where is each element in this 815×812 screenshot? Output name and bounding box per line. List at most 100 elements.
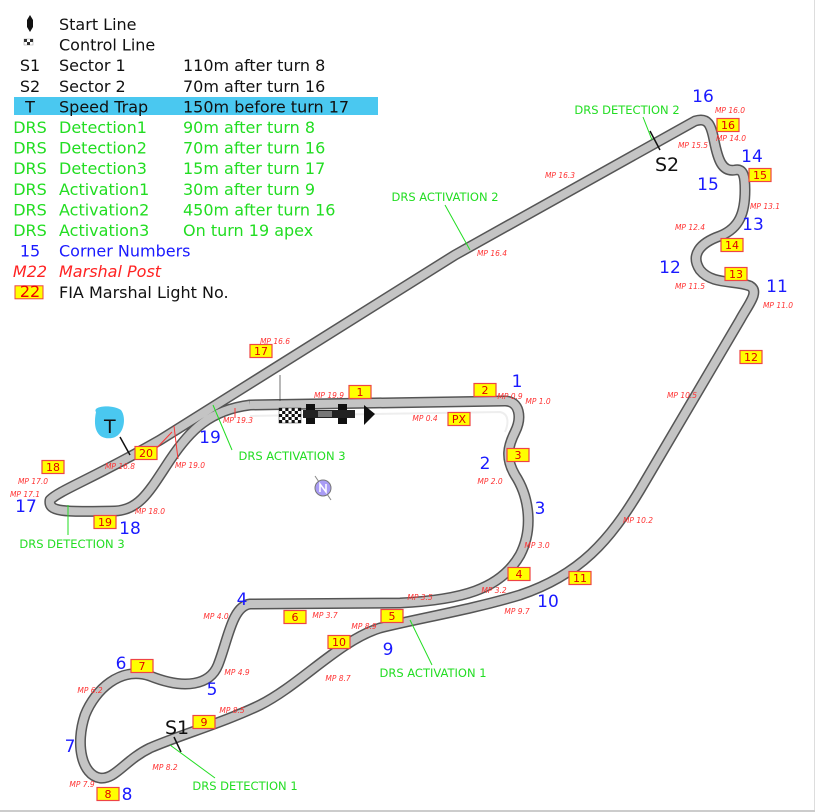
legend-key: DRS: [13, 221, 47, 240]
legend-key: 22: [20, 282, 40, 301]
marshal-light-box: [192, 714, 216, 730]
legend-label: Detection2: [59, 139, 147, 158]
drs-zone-label: DRS ACTIVATION 1: [379, 666, 486, 680]
marshal-light-number: 6: [292, 611, 299, 624]
legend-key: DRS: [13, 200, 47, 219]
marshal-light-box: [41, 459, 65, 475]
marshal-light-number: 5: [389, 610, 396, 623]
marshal-light-box: [93, 514, 117, 530]
legend-label: Marshal Post: [59, 262, 162, 281]
legend-detail: 70m after turn 16: [183, 77, 325, 96]
legend-detail: 15m after turn 17: [183, 159, 325, 178]
corner-number: 4: [237, 590, 248, 610]
marshal-light-box: [283, 609, 307, 625]
marshal-light-box: [739, 349, 763, 365]
marshal-light-number: 12: [744, 351, 758, 364]
marshal-light-box: [716, 117, 740, 133]
start-line-icon: [27, 15, 33, 32]
car-icon: [303, 404, 355, 424]
drs-detection-2-pointer: [642, 116, 653, 141]
frame-edge: [0, 810, 815, 812]
marshal-light-number: 15: [753, 169, 767, 182]
legend-key: 15: [20, 242, 40, 261]
legend-label: Corner Numbers: [59, 242, 191, 261]
corner-number: 11: [766, 277, 788, 297]
corner-number: 10: [537, 592, 559, 612]
drs-zone-label: DRS ACTIVATION 3: [238, 449, 345, 463]
marshal-light-number: 7: [139, 660, 146, 673]
legend-label: Activation2: [59, 200, 149, 219]
speed-trap-label: T: [103, 416, 116, 438]
corner-number: 1: [512, 372, 523, 392]
marshal-light-number: 19: [98, 516, 112, 529]
marshal-light-box: [748, 167, 772, 183]
corner-number: 17: [15, 497, 37, 517]
marshal-post-label: MP 10.5: [667, 391, 697, 400]
legend-detail: 110m after turn 8: [183, 56, 325, 75]
marshal-post-label: MP 3.2: [481, 586, 507, 595]
marshal-light-box: [96, 786, 120, 802]
marshal-post-label: MP 16.0: [715, 106, 745, 115]
legend-detail: On turn 19 apex: [183, 221, 313, 240]
marshal-light-number: 1: [357, 386, 364, 399]
marshal-light-number: 4: [516, 568, 523, 581]
legend-label: Activation1: [59, 180, 149, 199]
marshal-light-box: [134, 445, 158, 461]
sector-1-line: [173, 736, 182, 753]
drs-activation-3-pointer: [212, 404, 233, 451]
marshal-post-label: MP 19.0: [175, 461, 205, 470]
marshal-light-number: 20: [139, 447, 153, 460]
legend-key: T: [24, 97, 35, 116]
marshal-post-label: MP 3.7: [312, 611, 338, 620]
marshal-post-label: MP 3.5: [407, 593, 433, 602]
marshal-light-box: [720, 237, 744, 253]
corner-number: 8: [122, 785, 133, 805]
marshal-light-box: [724, 266, 748, 282]
legend-key: DRS: [13, 159, 47, 178]
legend-detail: 90m after turn 8: [183, 118, 315, 137]
marshal-light-box: [447, 411, 471, 427]
marshal-post-label: MP 8.5: [219, 706, 245, 715]
sector-1-label: S1: [165, 717, 189, 739]
speed-trap-marker: [94, 406, 124, 439]
corner-number: 3: [535, 499, 546, 519]
legend-label: Sector 1: [59, 56, 126, 75]
marshal-post-label: MP 14.0: [716, 134, 746, 143]
checkered-flag-icon: [278, 407, 302, 424]
marshal-post-label: MP 11.5: [675, 282, 705, 291]
marshal-post-label: MP 8.9: [351, 622, 377, 631]
marshal-post-label: MP 3.0: [524, 541, 550, 550]
pit-lane: [249, 410, 509, 433]
corner-number: 12: [659, 258, 681, 278]
legend-key: DRS: [13, 180, 47, 199]
marshal-light-box: [327, 634, 351, 650]
legend-key: M22: [13, 262, 47, 281]
corner-number: 15: [697, 175, 719, 195]
legend-label: FIA Marshal Light No.: [59, 283, 229, 302]
light-box-icon: [14, 285, 44, 300]
drs-zone-label: DRS DETECTION 1: [192, 779, 297, 793]
legend-label: Detection3: [59, 159, 147, 178]
marshal-light-number: 8: [105, 788, 112, 801]
legend-label: Activation3: [59, 221, 149, 240]
north-compass-icon: [314, 475, 332, 501]
marshal-post-label: MP 6.2: [77, 686, 103, 695]
marshal-light-number: 18: [46, 461, 60, 474]
corner-number: 14: [741, 147, 763, 167]
sector-2-line: [649, 130, 661, 151]
marshal-post-label: MP 19.3: [223, 416, 253, 425]
marshal-post-label: MP 1.0: [525, 397, 551, 406]
marshal-light-box: [506, 447, 530, 463]
corner-number: 6: [116, 654, 127, 674]
legend-key: S2: [20, 77, 40, 96]
marshal-post-label: MP 16.6: [260, 337, 290, 346]
marshal-post-label: MP 7.9: [69, 780, 95, 789]
sector-2-label: S2: [655, 154, 679, 176]
corner-number: 2: [480, 454, 491, 474]
marshal-light-number: PX: [452, 413, 467, 426]
marshal-post-label: MP 4.9: [224, 668, 250, 677]
legend-detail: 150m before turn 17: [183, 97, 349, 116]
marshal-light-box: [473, 382, 497, 398]
